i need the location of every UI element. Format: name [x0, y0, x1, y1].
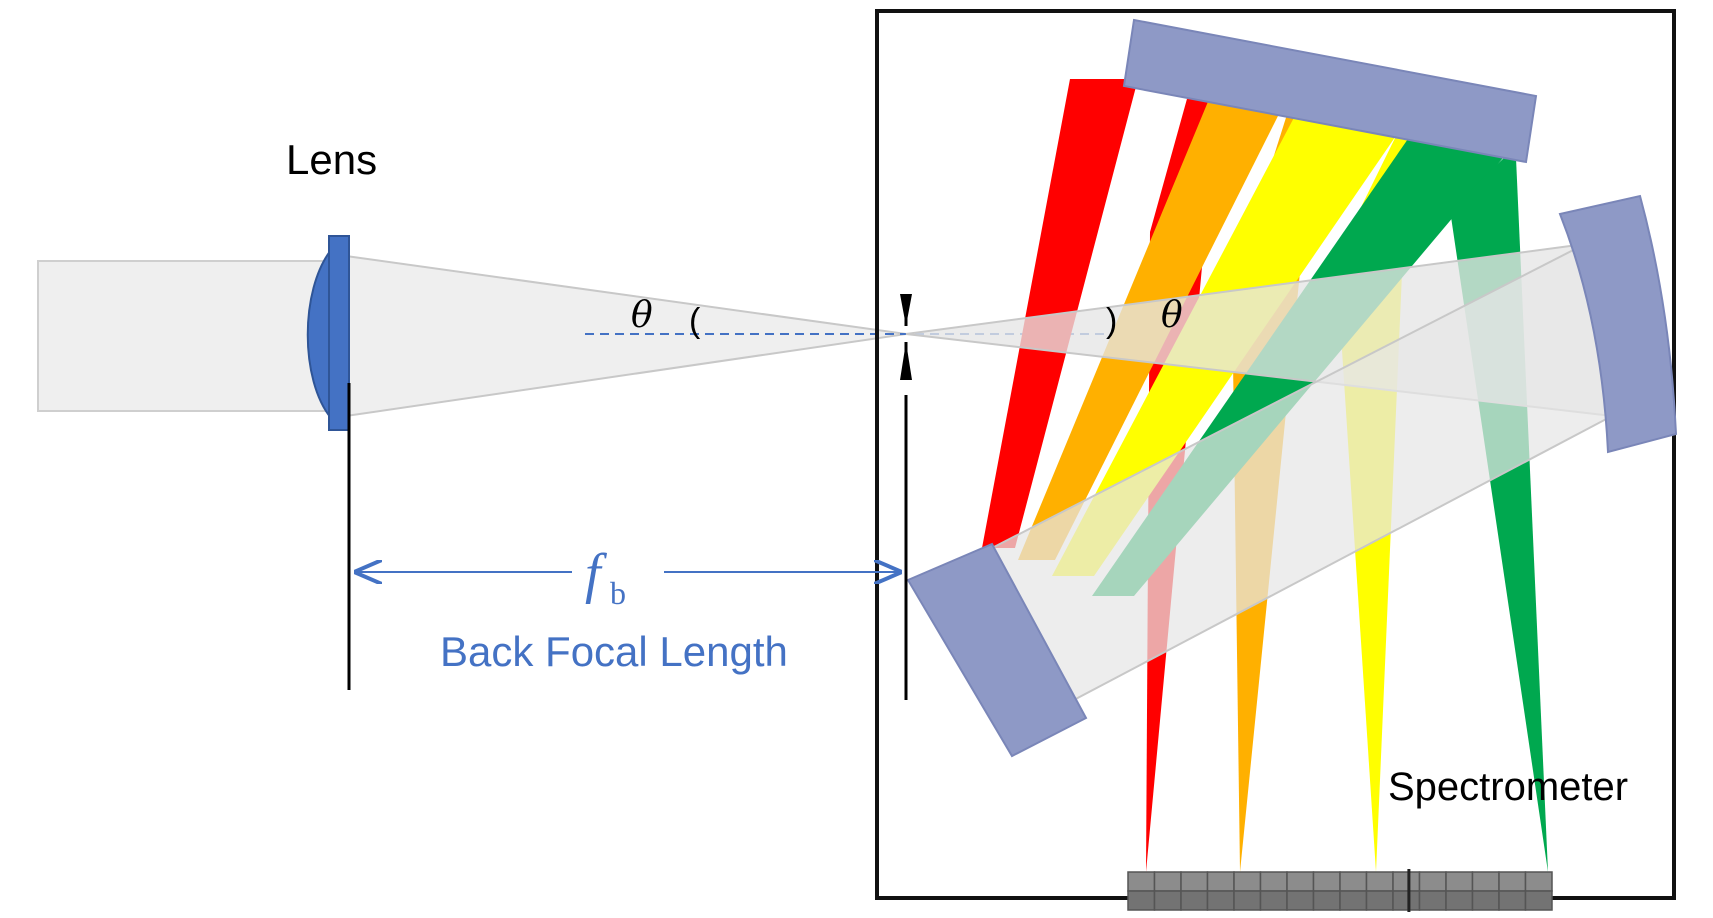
lens-label: Lens — [286, 136, 377, 183]
theta-right-label: θ — [1161, 295, 1183, 336]
spectrometer-label: Spectrometer — [1388, 765, 1628, 809]
detector-pixel — [1365, 890, 1394, 911]
detector-pixel — [1471, 890, 1500, 911]
detector-pixel — [1153, 871, 1182, 892]
angle-arc-left: ( — [689, 302, 701, 340]
detector-pixel — [1233, 871, 1262, 892]
focal-length-symbol: f — [585, 543, 608, 605]
detector-pixel — [1524, 871, 1553, 892]
detector-pixel — [1312, 890, 1341, 911]
detector-pixel — [1286, 871, 1315, 892]
detector-pixel — [1445, 890, 1474, 911]
focal-length-caption: Back Focal Length — [440, 628, 788, 675]
angle-arc-right: ) — [1106, 302, 1117, 340]
detector-pixel — [1524, 890, 1553, 911]
detector-pixel — [1127, 890, 1156, 911]
detector-pixel — [1153, 890, 1182, 911]
detector-pixel — [1392, 871, 1421, 892]
detector-pixel — [1286, 890, 1315, 911]
focal-length-subscript: b — [610, 575, 626, 611]
detector-pixel — [1471, 871, 1500, 892]
detector-pixel — [1259, 871, 1288, 892]
detector-pixel — [1312, 871, 1341, 892]
detector-pixel — [1180, 890, 1209, 911]
detector-array — [1127, 869, 1553, 912]
detector-pixel — [1339, 890, 1368, 911]
detector-pixel — [1206, 890, 1235, 911]
grating — [906, 542, 1088, 758]
detector-pixel — [1418, 871, 1447, 892]
top-mirror — [1122, 18, 1538, 164]
detector-pixel — [1498, 890, 1527, 911]
detector-pixel — [1365, 871, 1394, 892]
detector-pixel — [1233, 890, 1262, 911]
incoming-beam — [37, 260, 343, 412]
detector-pixel — [1259, 890, 1288, 911]
detector-pixel — [1418, 890, 1447, 911]
entrance-slit — [900, 294, 912, 700]
detector-pixel — [1339, 871, 1368, 892]
lens-element — [306, 247, 332, 421]
theta-left-label: θ — [631, 295, 653, 336]
detector-pixel — [1127, 871, 1156, 892]
converging-cone — [345, 254, 907, 418]
detector-pixel — [1498, 871, 1527, 892]
detector-pixel — [1445, 871, 1474, 892]
lens-mount — [328, 235, 350, 431]
detector-pixel — [1206, 871, 1235, 892]
right-curved-mirror — [1558, 194, 1678, 454]
detector-pixel — [1180, 871, 1209, 892]
detector-pixel — [1392, 890, 1421, 911]
